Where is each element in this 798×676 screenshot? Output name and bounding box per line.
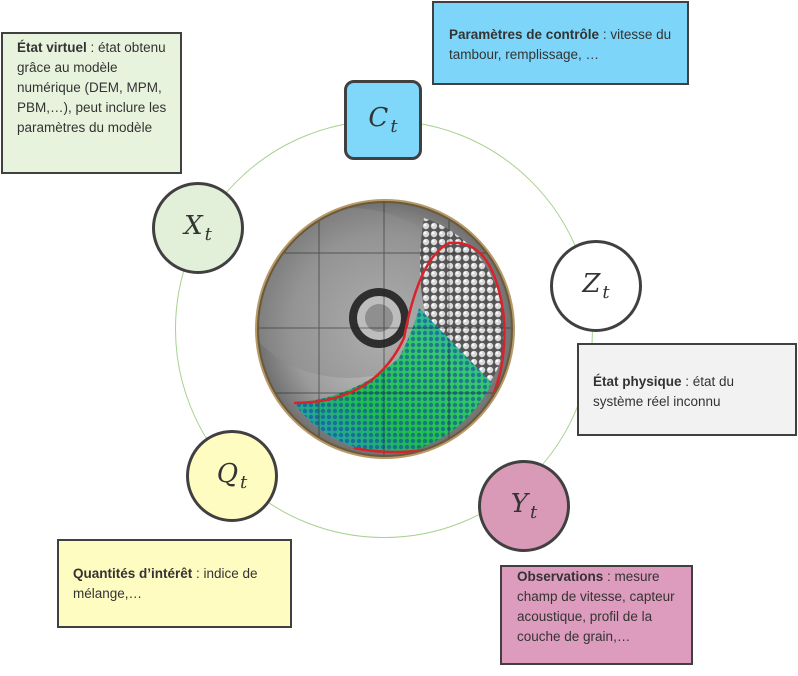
physical-state-title: État physique [593,374,682,389]
physical-state-box: État physique : état du système réel inc… [577,343,797,436]
observations-box: Observations : mesure champ de vitesse, … [500,565,693,665]
qoi-box: Quantités d’intérêt : indice de mélange,… [57,539,292,628]
virtual-state-title: État virtuel [17,40,87,55]
observations-title: Observations [517,569,604,584]
virtual-state-box: État virtuel : état obtenu grâce au modè… [1,32,182,174]
qoi-title: Quantités d’intérêt [73,566,193,581]
drum-simulation-graphic [255,199,515,459]
rotating-drum-image [254,198,516,465]
physical-state-text: : état du système réel inconnu [593,374,735,409]
virtual-state-text: : état obtenu grâce au modèle numérique … [17,40,167,135]
qoi-text: : indice de mélange,… [73,566,258,601]
control-params-title: Paramètres de contrôle [449,27,600,42]
control-params-text: : vitesse du tambour, remplissage, … [449,27,672,62]
observations-text: : mesure champ de vitesse, capteur acous… [517,569,675,644]
control-params-box: Paramètres de contrôle : vitesse du tamb… [432,1,689,85]
